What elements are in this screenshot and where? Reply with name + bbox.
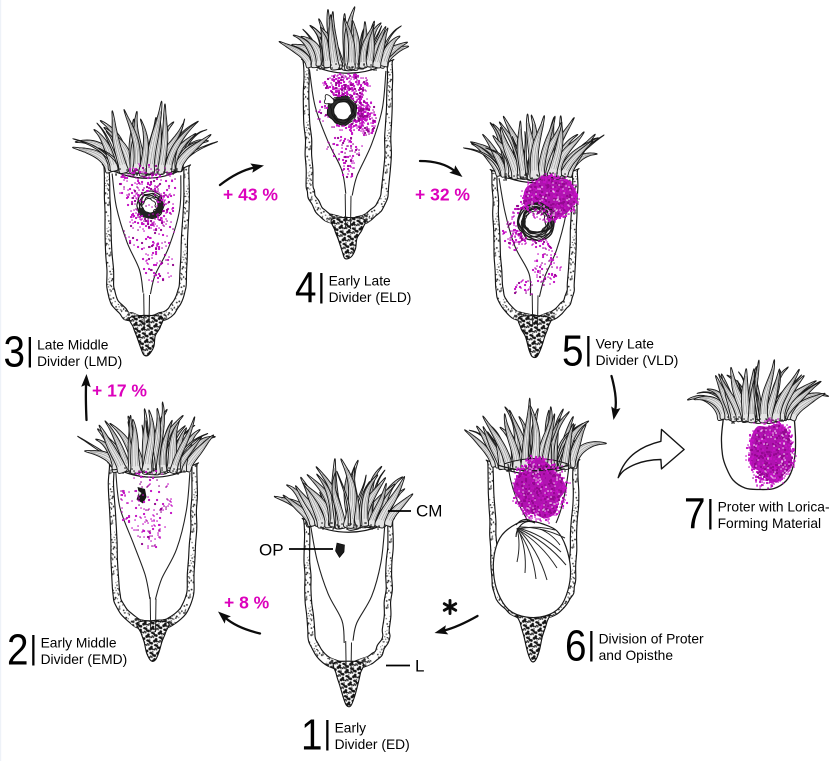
svg-text:4: 4 [295, 265, 317, 313]
svg-text:Early: Early [335, 721, 367, 736]
svg-text:Divider (ELD): Divider (ELD) [329, 290, 412, 305]
svg-text:Divider (LMD): Divider (LMD) [37, 354, 122, 369]
svg-text:Forming Material: Forming Material [718, 516, 822, 531]
svg-text:Early Late: Early Late [329, 274, 391, 289]
svg-text:5: 5 [562, 328, 584, 376]
svg-text:7: 7 [684, 491, 706, 539]
svg-text:L: L [415, 657, 424, 676]
svg-text:OP: OP [259, 541, 284, 560]
svg-text:+ 43 %: + 43 % [223, 185, 278, 205]
svg-text:+ 17 %: + 17 % [92, 381, 147, 401]
svg-text:Divider (EMD): Divider (EMD) [41, 652, 128, 667]
svg-text:Very Late: Very Late [596, 337, 655, 352]
svg-text:Divider (ED): Divider (ED) [335, 737, 410, 752]
svg-text:and Opisthe: and Opisthe [599, 648, 674, 663]
svg-text:3: 3 [4, 329, 26, 377]
svg-text:1: 1 [301, 712, 323, 760]
svg-text:Late Middle: Late Middle [37, 338, 109, 353]
svg-text:6: 6 [565, 623, 587, 671]
svg-text:2: 2 [7, 627, 29, 675]
svg-text:Proter with Lorica-: Proter with Lorica- [718, 500, 830, 515]
svg-text:Divider (VLD): Divider (VLD) [596, 353, 679, 368]
svg-text:Early Middle: Early Middle [41, 636, 117, 651]
svg-text:CM: CM [416, 502, 442, 521]
svg-text:+ 32 %: + 32 % [415, 185, 470, 205]
svg-text:Division of Proter: Division of Proter [599, 632, 704, 647]
svg-text:+ 8 %: + 8 % [224, 593, 270, 613]
